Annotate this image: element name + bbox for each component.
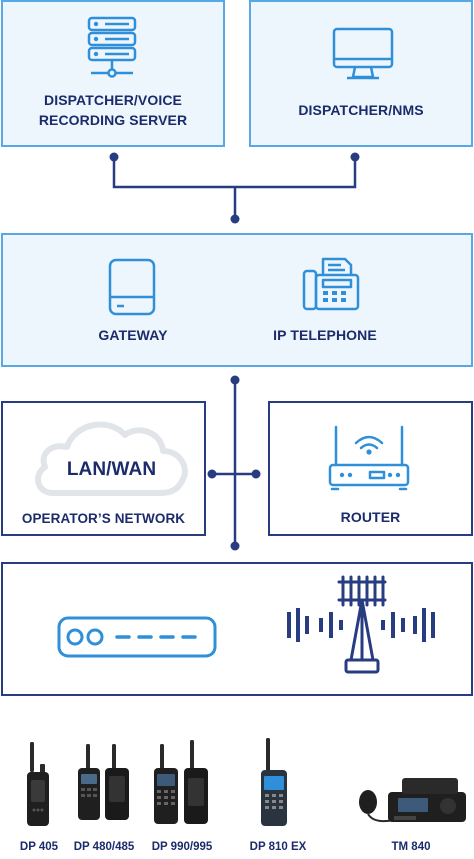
wifi-router-icon: [328, 425, 410, 491]
ip-telephone-label: IP TELEPHONE: [273, 327, 377, 343]
radio-dp810ex-image: [261, 738, 287, 826]
server-rack-icon: [87, 16, 137, 78]
dispatcher-nms-node: DISPATCHER/NMS: [249, 0, 473, 147]
radio-dp405-label: DP 405: [19, 841, 59, 853]
lan-wan-node: LAN/WAN OPERATOR’S NETWORK: [1, 401, 206, 536]
cloud-icon: [35, 421, 188, 496]
radio-tm840-image: [359, 778, 466, 823]
radio-dp405-image: [27, 742, 49, 826]
lan-wan-cloud-text: LAN/WAN: [66, 459, 157, 480]
radio-dp480-485-image: [78, 744, 129, 820]
router-node: ROUTER: [268, 401, 473, 536]
dispatcher-server-label-line1: DISPATCHER/VOICE: [44, 92, 182, 108]
router-label: ROUTER: [340, 509, 401, 525]
dispatcher-server-label-line2: RECORDING SERVER: [38, 112, 188, 128]
fax-phone-icon: [302, 257, 360, 311]
repeater-antenna-node: [1, 562, 473, 696]
operators-network-label: OPERATOR’S NETWORK: [21, 511, 186, 526]
radio-tm840-label: TM 840: [391, 841, 431, 853]
antenna-tower-icon: [287, 575, 435, 674]
radio-dp990-995-label: DP 990/995: [151, 841, 213, 853]
radio-dp480-485-label: DP 480/485: [73, 841, 135, 853]
monitor-icon: [332, 27, 394, 80]
repeater-device-icon: [57, 616, 217, 658]
dispatcher-server-node: DISPATCHER/VOICE RECORDING SERVER: [1, 0, 225, 147]
gateway-telephone-node: GATEWAY IP TELEPHONE: [1, 233, 473, 367]
hard-drive-icon: [108, 258, 156, 316]
radio-dp990-995-image: [154, 740, 208, 824]
gateway-label: GATEWAY: [98, 327, 168, 343]
radio-dp810ex-label: DP 810 EX: [249, 841, 307, 853]
dispatcher-nms-label: DISPATCHER/NMS: [298, 102, 424, 118]
